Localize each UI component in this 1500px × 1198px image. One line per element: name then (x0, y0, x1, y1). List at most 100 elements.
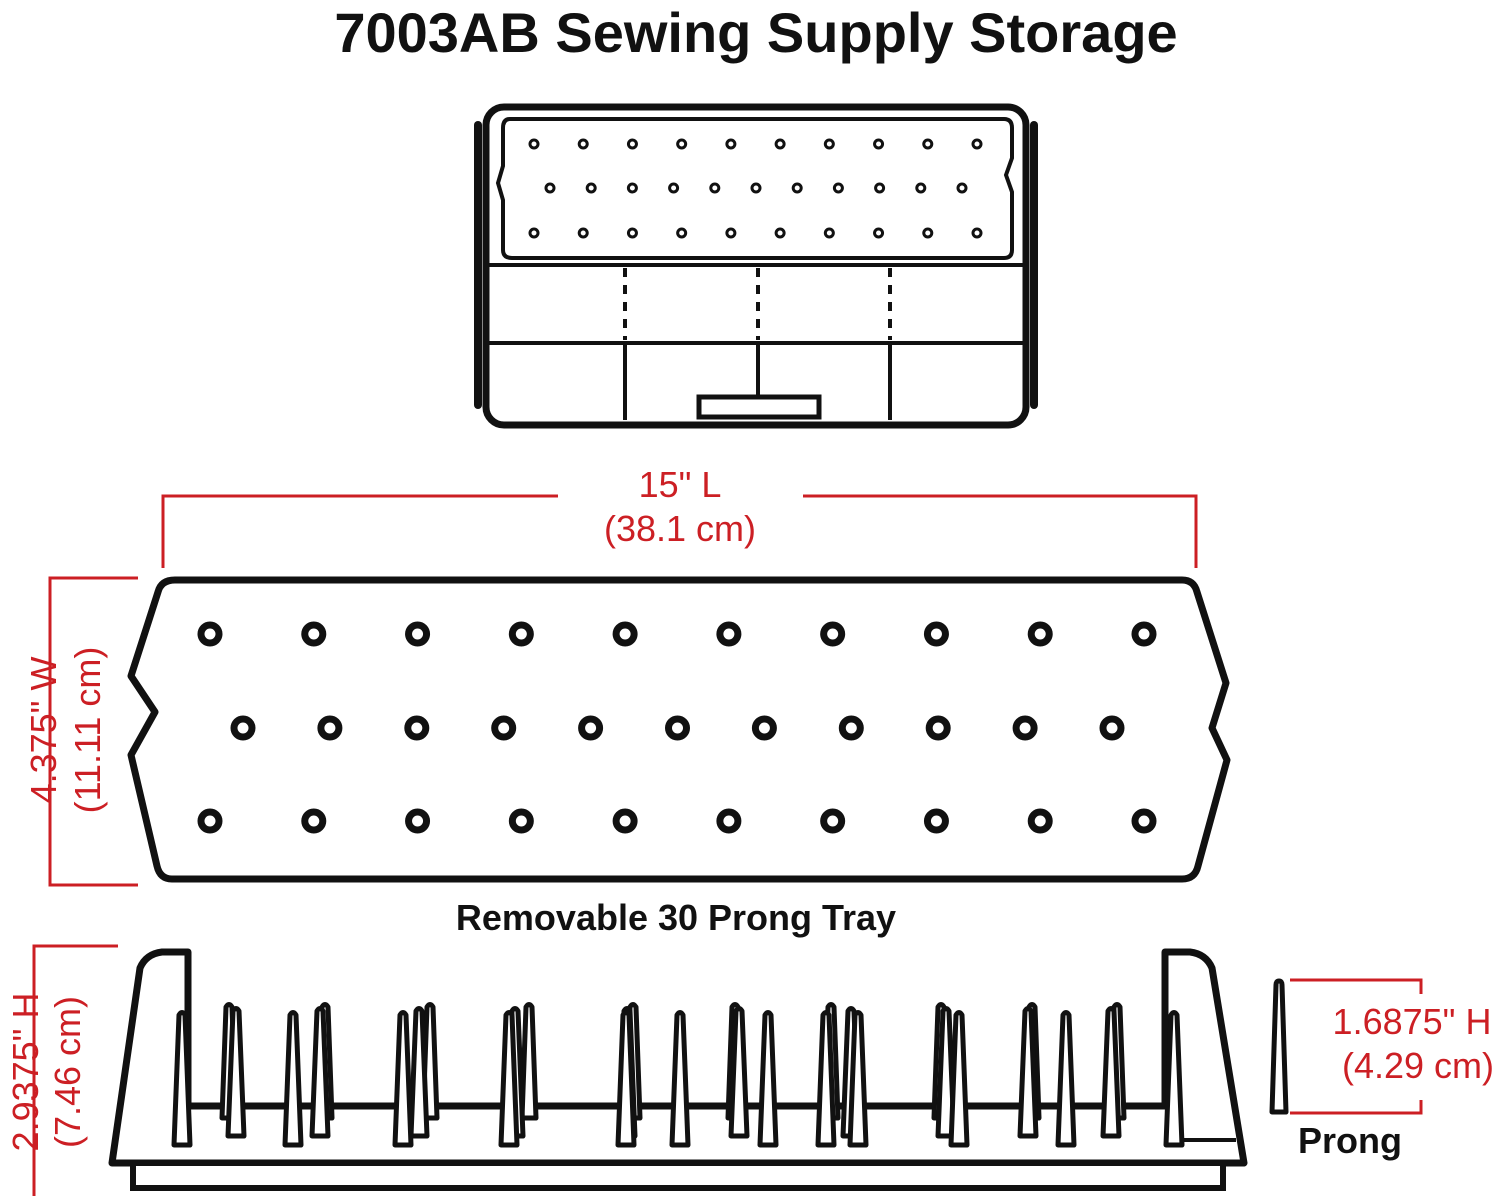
tray-side-base (130, 1160, 1226, 1191)
side-prong (282, 1010, 304, 1148)
tray-peg (716, 808, 742, 834)
box-peg (823, 227, 835, 239)
removable-tray-top-view (127, 576, 1231, 883)
box-peg (725, 138, 737, 150)
length-dimension: 15" L (38.1 cm) (161, 464, 1198, 568)
box-peg (922, 138, 934, 150)
side-prong (1100, 1006, 1122, 1139)
box-peg (750, 182, 762, 194)
side-prong (815, 1010, 837, 1148)
box-peg (971, 227, 983, 239)
tray-peg (1027, 808, 1053, 834)
side-prong (757, 1010, 779, 1148)
box-peg (873, 138, 885, 150)
side-prong (728, 1006, 750, 1139)
length-metric-label: (38.1 cm) (604, 508, 756, 549)
tray-peg (301, 808, 327, 834)
tray-peg (1131, 621, 1157, 647)
tray-peg (1027, 621, 1053, 647)
tray-peg (1099, 715, 1125, 741)
height-dimension: 2.9375" H (7.46 cm) (5, 944, 118, 1196)
box-tray-outline (495, 117, 1014, 260)
side-prong (669, 1010, 691, 1148)
prong-metric-label: (4.29 cm) (1342, 1045, 1494, 1086)
side-prong (408, 1006, 430, 1139)
box-peg (956, 182, 968, 194)
side-prong (948, 1010, 970, 1148)
box-peg (971, 138, 983, 150)
tray-peg (230, 715, 256, 741)
single-prong: 1.6875" H (4.29 cm) Prong (1269, 978, 1494, 1161)
width-dimension: 4.375" W (11.11 cm) (23, 576, 138, 887)
box-peg (709, 182, 721, 194)
tray-peg (578, 715, 604, 741)
side-prong (519, 1002, 539, 1121)
side-prong (225, 1006, 247, 1139)
tray-peg (317, 715, 343, 741)
box-peg (577, 138, 589, 150)
box-peg (774, 138, 786, 150)
tray-peg (301, 621, 327, 647)
prong-icon (1269, 978, 1289, 1115)
tray-peg (925, 715, 951, 741)
prong-imperial-label: 1.6875" H (1333, 1001, 1492, 1042)
tray-peg (508, 808, 534, 834)
side-prong (392, 1010, 414, 1148)
width-metric-label: (11.11 cm) (67, 647, 108, 814)
height-imperial-label: 2.9375" H (5, 993, 46, 1152)
side-prong (171, 1010, 193, 1148)
storage-box-top-view (474, 103, 1038, 429)
box-peg (791, 182, 803, 194)
tray-peg (197, 621, 223, 647)
tray-peg (838, 715, 864, 741)
width-imperial-label: 4.375" W (23, 657, 64, 804)
box-peg (626, 182, 638, 194)
box-peg (873, 227, 885, 239)
box-peg (668, 182, 680, 194)
tray-peg (923, 808, 949, 834)
tray-peg (820, 808, 846, 834)
side-prong (847, 1010, 869, 1148)
side-prong (935, 1006, 957, 1139)
box-handle (696, 394, 822, 420)
tray-peg (612, 621, 638, 647)
box-peg (676, 138, 688, 150)
tray-peg (405, 621, 431, 647)
box-peg (676, 227, 688, 239)
height-dimension-line (32, 944, 118, 1196)
box-peg (626, 138, 638, 150)
tray-peg (508, 621, 534, 647)
tray-pegs (197, 621, 1157, 834)
height-metric-label: (7.46 cm) (47, 996, 88, 1148)
tray-peg (405, 808, 431, 834)
tray-side-view (108, 948, 1248, 1191)
prong-dimension-line (1290, 978, 1423, 1115)
page-title: 7003AB Sewing Supply Storage (334, 1, 1177, 64)
tray-peg (197, 808, 223, 834)
box-peg (528, 227, 540, 239)
tray-peg (612, 808, 638, 834)
side-prong (1017, 1006, 1039, 1139)
side-prong (615, 1010, 637, 1148)
tray-caption: Removable 30 Prong Tray (456, 897, 896, 938)
tray-peg (404, 715, 430, 741)
box-peg (725, 227, 737, 239)
box-peg (585, 182, 597, 194)
box-peg (922, 227, 934, 239)
side-prong (309, 1006, 331, 1139)
length-dimension-line (161, 494, 1198, 568)
tray-peg (491, 715, 517, 741)
box-peg (528, 138, 540, 150)
box-peg (544, 182, 556, 194)
tray-peg (665, 715, 690, 741)
tray-peg (751, 715, 777, 741)
box-peg (832, 182, 844, 194)
tray-peg (1012, 715, 1038, 741)
box-peg (874, 182, 886, 194)
box-peg (626, 227, 638, 239)
box-peg (774, 227, 786, 239)
tray-side-prongs (171, 1002, 1185, 1148)
tray-peg (923, 621, 949, 647)
side-prong (1055, 1010, 1077, 1148)
